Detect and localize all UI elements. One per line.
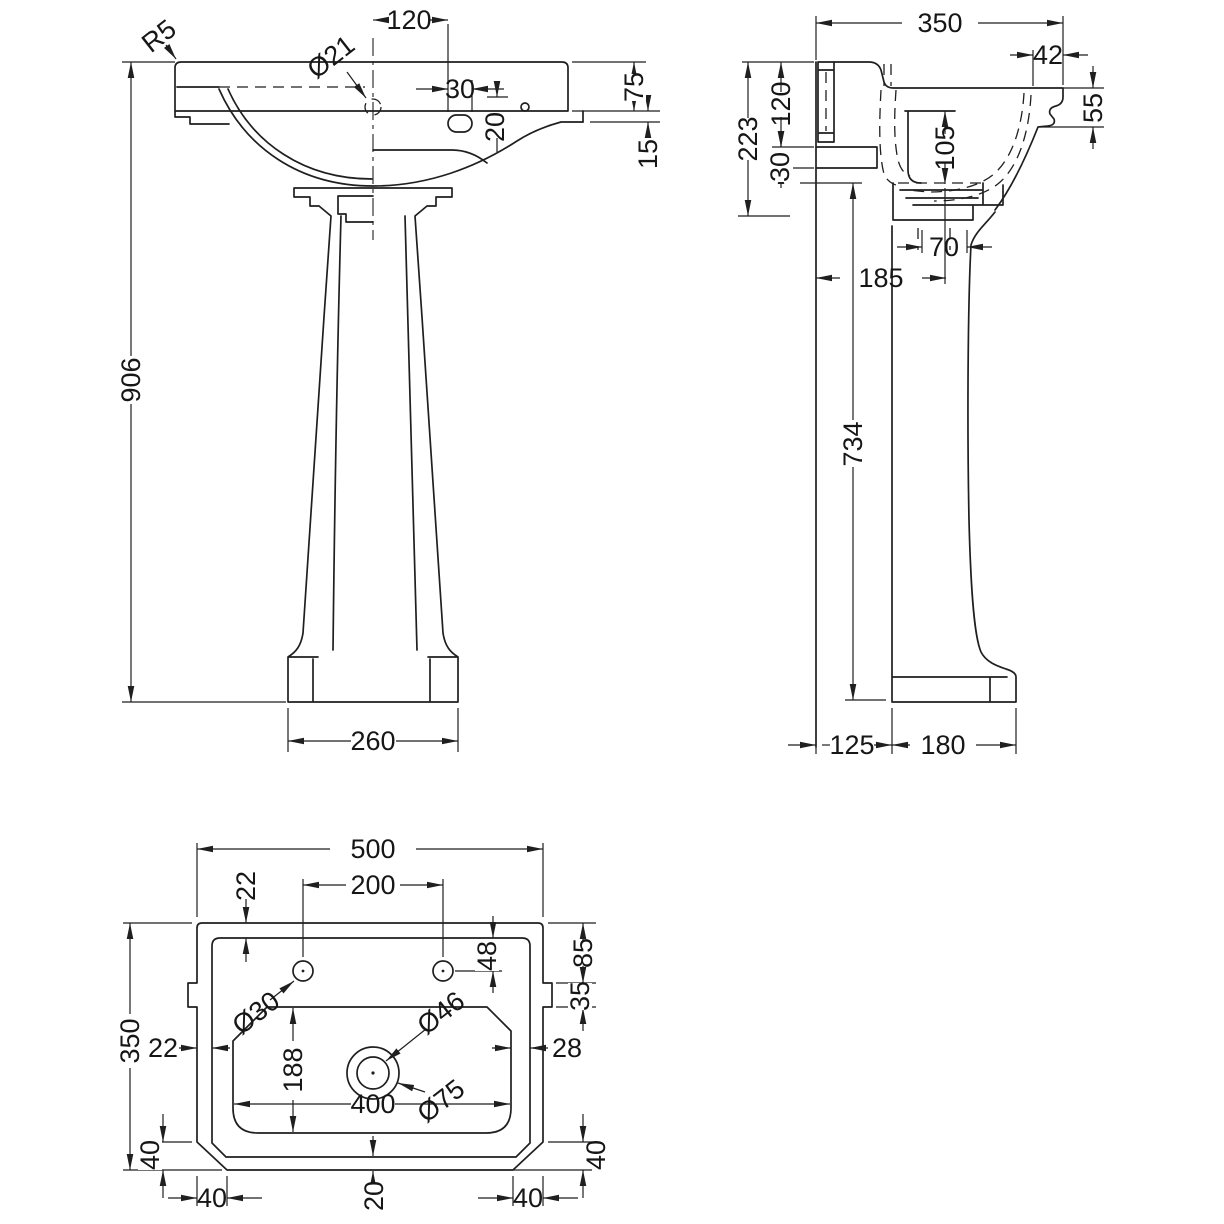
plan-bowl-outline [232, 1006, 512, 1134]
dim-label-dia75: Ø75 [412, 1073, 471, 1128]
dim-label-120: 120 [766, 81, 796, 126]
dim-label-105: 105 [930, 125, 960, 170]
dim-label-40-left-v: 40 [135, 1140, 165, 1170]
leader-arrow [163, 44, 177, 60]
dim-label-120: 120 [386, 5, 431, 35]
label-background [138, 1141, 162, 1170]
dim-label-22-left: 22 [148, 1033, 178, 1063]
plan-inner-rim-outline [211, 937, 531, 1158]
plan-tap-hole-left [292, 960, 314, 982]
side-trap-outline [892, 182, 1004, 221]
dim-label-734: 734 [838, 421, 868, 466]
label-background [768, 153, 793, 182]
plan-waste-inner [356, 1056, 390, 1090]
dim-label-35: 35 [565, 981, 595, 1011]
dim-label-70: 70 [929, 232, 959, 262]
dim-label-55: 55 [1078, 93, 1108, 123]
label-background [362, 1183, 385, 1210]
dim-label-85: 85 [568, 938, 598, 968]
dim-label-75: 75 [619, 72, 649, 102]
front-tap-hole-hidden [364, 98, 382, 116]
center-mark [301, 969, 305, 973]
dim-label-48: 48 [472, 941, 502, 971]
leader-arrow [346, 71, 367, 99]
plan-waste-outer [346, 1046, 400, 1100]
dim-label-20-bottom: 20 [359, 1181, 389, 1211]
front-bowl-outline [218, 88, 584, 187]
dim-label-180: 180 [920, 730, 965, 760]
dim-label-dia30: Ø30 [227, 985, 286, 1040]
dim-label-350: 350 [917, 8, 962, 38]
dim-label-125: 125 [829, 730, 874, 760]
leader-arrow [385, 1028, 427, 1062]
dim-label-188: 188 [278, 1047, 308, 1092]
front-extension-lines [122, 24, 660, 752]
leader-arrow [397, 1082, 426, 1093]
label-background [486, 116, 506, 138]
dim-label-223: 223 [733, 116, 763, 161]
dim-label-350: 350 [115, 1018, 145, 1063]
side-basin-outline [815, 61, 1064, 211]
dim-label-40-right-v: 40 [581, 1140, 611, 1170]
side-section-view: 350 42 55 223 120 30 105 185 70 734 125 … [733, 8, 1108, 760]
label-background [621, 74, 646, 101]
side-back-upstand-section [817, 61, 835, 143]
dim-label-15: 15 [633, 139, 663, 169]
dim-label-30: 30 [445, 74, 475, 104]
front-chain-hole [520, 102, 530, 112]
center-mark [371, 1071, 375, 1075]
side-pedestal-outline [891, 211, 1017, 703]
front-rim-outline [174, 61, 584, 125]
front-pedestal-outline [287, 187, 459, 703]
dim-label-20: 20 [480, 112, 510, 142]
dim-label-28: 28 [552, 1033, 582, 1063]
plan-view: 500 200 22 48 85 35 22 28 188 400 350 40… [115, 834, 611, 1213]
side-hidden-lines [825, 64, 1032, 250]
leader-arrow [269, 980, 295, 1001]
dim-label-22-top: 22 [231, 871, 261, 901]
label-background [475, 942, 499, 971]
dim-label-dia46: Ø46 [412, 985, 471, 1040]
dim-label-200: 200 [350, 870, 395, 900]
front-overflow-slot [447, 114, 473, 133]
dim-label-42: 42 [1033, 40, 1063, 70]
center-mark [441, 969, 445, 973]
front-elevation-view: R5 Ø21 120 30 20 75 15 906 260 [116, 5, 663, 756]
dim-label-40-left-h: 40 [197, 1183, 227, 1213]
dim-label-dia21: Ø21 [302, 29, 361, 84]
label-background [568, 983, 592, 1010]
dim-label-400: 400 [350, 1089, 395, 1119]
dim-label-30: 30 [765, 152, 795, 182]
dim-label-260: 260 [350, 726, 395, 756]
dim-label-40-right-h: 40 [513, 1183, 543, 1213]
dim-label-r5: R5 [136, 14, 182, 59]
dim-label-906: 906 [116, 357, 146, 402]
dim-label-185: 185 [858, 263, 903, 293]
plan-tap-hole-right [432, 960, 454, 982]
dim-label-500: 500 [350, 834, 395, 864]
